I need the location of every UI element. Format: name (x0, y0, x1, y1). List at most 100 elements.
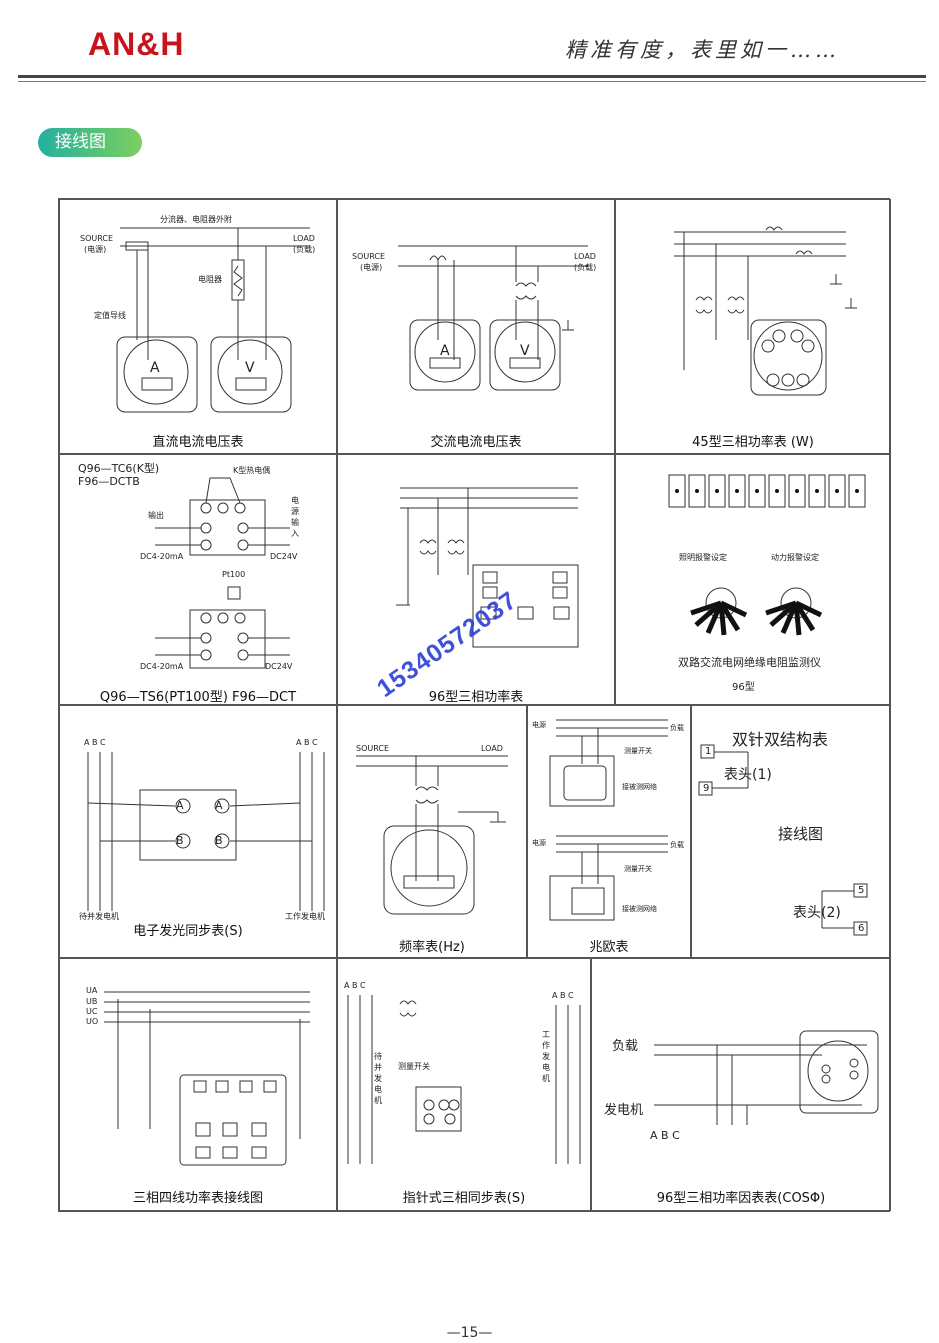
sync-n-phases-left: A B C (344, 981, 366, 990)
cell-dual-needle: 双针双结构表 1 9 表头(1) 接线图 表头(2) 5 6 (691, 705, 891, 958)
sync-e-b1: B (176, 834, 184, 847)
cell-45-watt: 45型三相功率表 (W) (615, 199, 891, 454)
mohm-caption: 兆欧表 (589, 940, 629, 955)
mohm-diagram (549, 719, 668, 921)
hz-load: LOAD (481, 744, 503, 753)
cell-power-factor: 负载 发电机 A B C 96型三相功率因表表(COSΦ) (591, 958, 891, 1211)
cos-gen: 发电机 (604, 1103, 644, 1118)
mohm-load-2: 负载 (670, 841, 684, 849)
cell-96-watt: 96型三相功率表 (337, 454, 615, 705)
dc-meter-diagram (116, 227, 310, 413)
cos-abc: A B C (650, 1129, 680, 1142)
mohm-net: 接被测网络 (622, 783, 657, 791)
mohm-load: 负载 (670, 724, 684, 732)
alarm-diagram (668, 474, 866, 636)
sync-e-right-gen: 工作发电机 (285, 912, 325, 921)
watt45-diagram (674, 226, 857, 396)
dc-resistor: 电阻器 (198, 275, 222, 284)
alarm-light-label: 照明报警设定 (679, 553, 727, 562)
sync-e-diagram (87, 752, 325, 911)
cos-load: 负载 (612, 1039, 639, 1054)
sync-n-left-gen: 待并发电机 (374, 1052, 382, 1105)
brand-slogan: 精准有度，表里如一…… (565, 38, 840, 62)
dc-note: 分流器、电阻器外附 (160, 215, 232, 224)
sync-n-right-gen: 工作发电机 (542, 1030, 550, 1083)
hz-caption: 频率表(Hz) (399, 940, 465, 955)
dual-wiring: 接线图 (778, 825, 824, 843)
dual-diagram (698, 744, 868, 936)
dc-load: LOAD (293, 234, 315, 243)
watt45-caption: 45型三相功率表 (W) (692, 435, 814, 450)
p34-diagram (104, 991, 310, 1166)
mohm-supply-2: 电源 (532, 839, 546, 847)
tc6-pt100: Pt100 (222, 570, 246, 579)
ac-load: LOAD (574, 252, 596, 261)
sync-n-switch: 测量开关 (398, 1062, 430, 1071)
dual-t1: 1 (705, 746, 712, 757)
dual-head2: 表头(2) (793, 905, 841, 921)
header-rule (18, 75, 926, 78)
dc-meter-v: V (245, 360, 255, 376)
dual-title: 双针双结构表 (732, 730, 829, 749)
p34-uo: UO (86, 1017, 99, 1026)
dual-t9: 9 (703, 783, 710, 794)
dc-source: SOURCE (80, 234, 114, 243)
cell-needle-sync: A B C A B C 待并发电机 工作发电机 测量开关 指针式三相同步表(S) (337, 958, 591, 1211)
tc6-dc24: DC24V (270, 552, 298, 561)
p34-ua: UA (86, 986, 98, 995)
mohm-net-2: 接被测网络 (622, 905, 657, 913)
sync-e-caption: 电子发光同步表(S) (133, 924, 243, 939)
sync-e-right-phases: A B C (296, 738, 318, 747)
sync-n-diagram (347, 995, 581, 1164)
ac-meter-a: A (440, 343, 450, 359)
tc6-title2: F96—DCTB (78, 475, 140, 488)
cell-megohm: 电源 负载 测量开关 接被测网络 电源 负载 测量开关 接被测网络 兆欧表 (527, 705, 691, 958)
dc-meter-a: A (150, 360, 160, 376)
ac-source: SOURCE (352, 252, 386, 261)
ts6-dc24: DC24V (265, 662, 293, 671)
header-rule-thin (18, 81, 926, 82)
watt96-caption: 96型三相功率表 (428, 690, 524, 705)
tc6-caption: Q96—TS6(PT100型) F96—DCT (99, 690, 297, 705)
alarm-model: 96型 (732, 682, 755, 693)
dc-source-cn: (电源) (84, 245, 107, 254)
cell-electronic-sync: A B C A B C 待并发电机 工作发电机 A A B B 电子发光同步表(… (59, 705, 337, 958)
ac-caption: 交流电流电压表 (430, 435, 522, 450)
mohm-switch-2: 测量开关 (624, 865, 652, 873)
ac-meter-v: V (520, 343, 530, 359)
sync-n-phases-right: A B C (552, 991, 574, 1000)
p34-ub: UB (86, 997, 98, 1006)
mohm-switch: 测量开关 (624, 747, 652, 755)
tc6-dc420: DC4-20mA (140, 552, 184, 561)
dual-t5: 5 (858, 885, 865, 896)
tc6-diagram (155, 477, 290, 669)
sync-e-a1: A (176, 799, 184, 812)
tc6-thermo: K型热电偶 (233, 466, 271, 475)
cos-caption: 96型三相功率因表表(COSΦ) (656, 1191, 826, 1206)
ts6-dc420: DC4-20mA (140, 662, 184, 671)
hz-source: SOURCE (356, 744, 390, 753)
dual-t6: 6 (858, 923, 865, 934)
sync-e-a2: A (215, 799, 223, 812)
tc6-title1: Q96—TC6(K型) (78, 462, 160, 475)
p34-caption: 三相四线功率表接线图 (132, 1191, 263, 1206)
mohm-supply: 电源 (532, 721, 546, 729)
dc-caption: 直流电流电压表 (152, 435, 244, 450)
p34-uc: UC (86, 1007, 98, 1016)
dc-load-cn: (负载) (293, 245, 316, 254)
cell-dc-meter: 分流器、电阻器外附 SOURCE (电源) LOAD (负载) 电阻器 定值导线… (59, 199, 337, 454)
tc6-out: 输出 (148, 511, 164, 520)
dc-wire: 定值导线 (94, 311, 126, 320)
cell-frequency: SOURCE LOAD 频率表(Hz) (337, 705, 527, 958)
wiring-diagram-grid: 分流器、电阻器外附 SOURCE (电源) LOAD (负载) 电阻器 定值导线… (58, 198, 891, 1212)
sync-e-left-phases: A B C (84, 738, 106, 747)
sync-e-b2: B (215, 834, 223, 847)
dual-head1: 表头(1) (724, 767, 772, 783)
tc6-power: 电源输入 (291, 496, 299, 538)
sync-e-left-gen: 待并发电机 (79, 912, 119, 921)
ac-source-cn: (电源) (360, 263, 383, 272)
cell-3p4w-power: UA UB UC UO 三相四线功率表接线图 (59, 958, 337, 1211)
ac-meter-diagram (398, 245, 588, 391)
page-number: —15— (446, 1325, 493, 1341)
cell-temp-transmitter: Q96—TC6(K型) F96—DCTB K型热电偶 输出 电源输入 DC4-2… (59, 454, 337, 705)
